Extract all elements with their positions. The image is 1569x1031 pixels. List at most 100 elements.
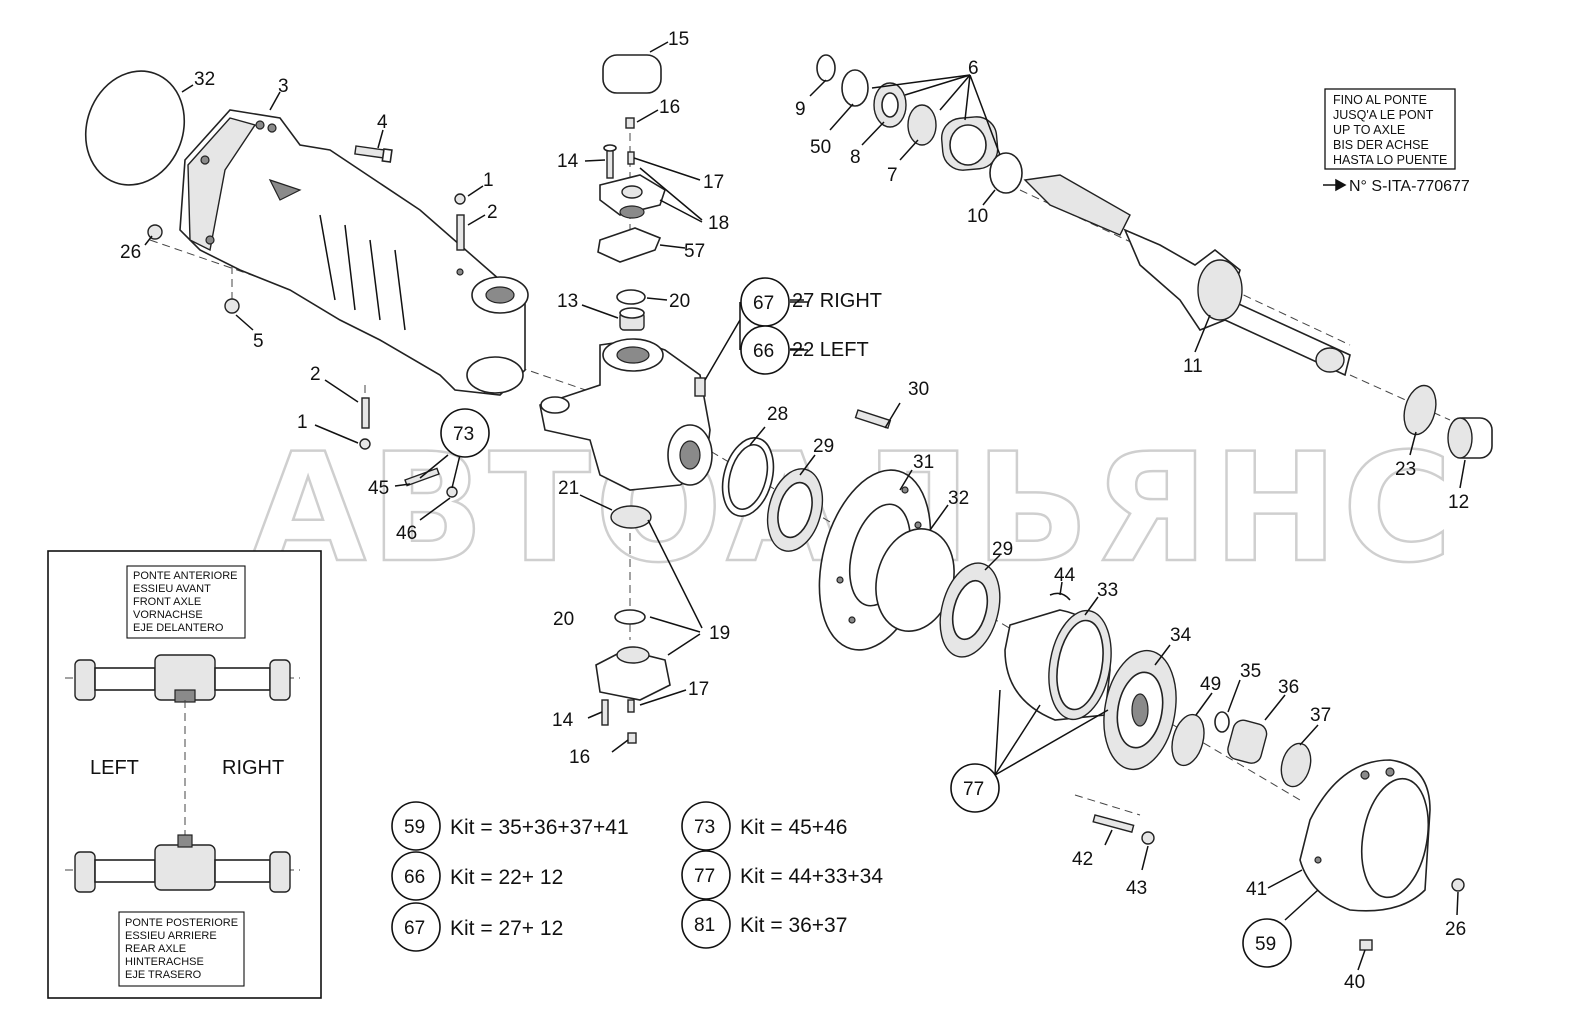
callout-32-left: 32: [194, 69, 215, 90]
steering-knuckle: [539, 338, 713, 491]
callout-11: 11: [1183, 356, 1203, 377]
callout-17-lower: 17: [688, 679, 709, 700]
nut-43: [1141, 831, 1155, 845]
rear-line-3: REAR AXLE: [125, 943, 186, 955]
callout-21: 21: [558, 478, 579, 499]
callout-50: 50: [810, 137, 831, 158]
bearing-29-upper-inner: [777, 481, 813, 539]
callout-36: 36: [1278, 677, 1299, 698]
stud-2-upper: [456, 214, 465, 251]
kit-circle-66: 66: [404, 867, 425, 888]
note-line-1: FINO AL PONTE: [1333, 93, 1427, 107]
snap-ring-35: [1214, 711, 1230, 733]
inset-right-label: RIGHT: [222, 757, 284, 779]
stud-30: [854, 409, 892, 429]
callout-1-upper: 1: [483, 170, 494, 191]
left-label: 22 LEFT: [792, 339, 869, 361]
callout-6: 6: [968, 58, 979, 79]
callout-20-upper: 20: [669, 291, 690, 312]
front-line-4: VORNACHSE: [133, 609, 203, 621]
callout-14-upper: 14: [557, 151, 579, 172]
callout-34: 34: [1170, 625, 1192, 646]
kit-67-text: Kit = 27+ 12: [450, 917, 563, 940]
callout-26-left: 26: [120, 242, 141, 263]
callout-43: 43: [1126, 878, 1147, 899]
callout-40: 40: [1344, 972, 1365, 993]
callout-42: 42: [1072, 849, 1093, 870]
plug-5: [224, 298, 240, 314]
leader-lines: [144, 41, 1466, 971]
axle-housing-3: [179, 109, 529, 396]
screw-14-upper: [603, 144, 617, 179]
right-label: 27 RIGHT: [792, 290, 882, 312]
callout-19: 19: [709, 623, 730, 644]
kit-circle-59: 59: [404, 817, 425, 838]
callout-31: 31: [913, 452, 934, 473]
cap-15: [602, 54, 662, 94]
callout-4: 4: [377, 112, 388, 133]
callout-29-lower: 29: [992, 539, 1013, 560]
kit-81-text: Kit = 36+37: [740, 914, 847, 937]
bushing-12: [1447, 417, 1493, 459]
serial-number: N° S-ITA-770677: [1349, 178, 1470, 195]
o-ring-10: [989, 152, 1023, 194]
bushing-21: [610, 505, 652, 529]
gear-carrier-34: [1103, 649, 1177, 771]
callout-9: 9: [795, 99, 806, 120]
o-ring-20-lower: [614, 609, 646, 625]
callout-20-lower: 20: [553, 609, 574, 630]
axle-shaft-11: [1023, 174, 1351, 377]
front-axle-drawing: [65, 654, 300, 703]
callout-3: 3: [278, 76, 289, 97]
kit-66-text: Kit = 22+ 12: [450, 866, 563, 889]
bushing-13: [619, 307, 645, 331]
seal-28-inner: [727, 443, 769, 511]
axle-serial-note: FINO AL PONTE JUSQ'A LE PONT UP TO AXLE …: [1323, 88, 1470, 195]
callout-2-lower: 2: [310, 364, 321, 385]
callout-28: 28: [767, 404, 788, 425]
rear-line-1: PONTE POSTERIORE: [125, 917, 238, 929]
callout-32-right: 32: [948, 488, 969, 509]
callout-1-lower: 1: [297, 412, 308, 433]
kit-circle-67: 67: [404, 918, 425, 939]
note-line-3: UP TO AXLE: [1333, 123, 1405, 137]
callout-16-upper: 16: [659, 97, 680, 118]
callout-14-lower: 14: [552, 710, 574, 731]
front-line-3: FRONT AXLE: [133, 596, 201, 608]
callout-46: 46: [396, 523, 417, 544]
callout-30: 30: [908, 379, 929, 400]
grease-nipple-17-upper: [627, 151, 635, 165]
callout-45: 45: [368, 478, 389, 499]
rear-axle-drawing: [65, 834, 300, 893]
callout-44: 44: [1054, 565, 1076, 586]
snap-ring-9: [816, 54, 836, 82]
plug-26-right: [1451, 878, 1465, 892]
note-line-2: JUSQ'A LE PONT: [1333, 108, 1434, 122]
callout-17-upper: 17: [703, 172, 724, 193]
callout-29-upper: 29: [813, 436, 834, 457]
front-line-1: PONTE ANTERIORE: [133, 570, 238, 582]
snap-ring-50: [841, 69, 869, 107]
callout-2-upper: 2: [487, 202, 498, 223]
kingpin-cover-18: [599, 174, 666, 219]
kit-circle-81: 81: [694, 915, 715, 936]
kit-77-text: Kit = 44+33+34: [740, 865, 883, 888]
callout-57: 57: [684, 241, 705, 262]
washer-49: [1171, 713, 1205, 767]
inset-left-label: LEFT: [90, 757, 139, 779]
grease-nipple-17-lower: [627, 699, 635, 713]
seal-23: [1403, 384, 1437, 436]
callout-5: 5: [253, 331, 264, 352]
circled-66: 66: [753, 341, 774, 362]
note-line-5: HASTA LO PUENTE: [1333, 153, 1447, 167]
callout-18: 18: [708, 213, 729, 234]
axle-orientation-inset: PONTE ANTERIORE ESSIEU AVANT FRONT AXLE …: [47, 550, 322, 999]
screw-16-lower: [627, 732, 637, 744]
kit-73-text: Kit = 45+46: [740, 816, 847, 839]
stud-42: [1092, 814, 1135, 833]
kit-legend: 59 Kit = 35+36+37+41 66 Kit = 22+ 12 67 …: [391, 801, 883, 952]
callout-16-lower: 16: [569, 747, 590, 768]
circled-73: 73: [453, 424, 474, 445]
callout-10: 10: [967, 206, 988, 227]
